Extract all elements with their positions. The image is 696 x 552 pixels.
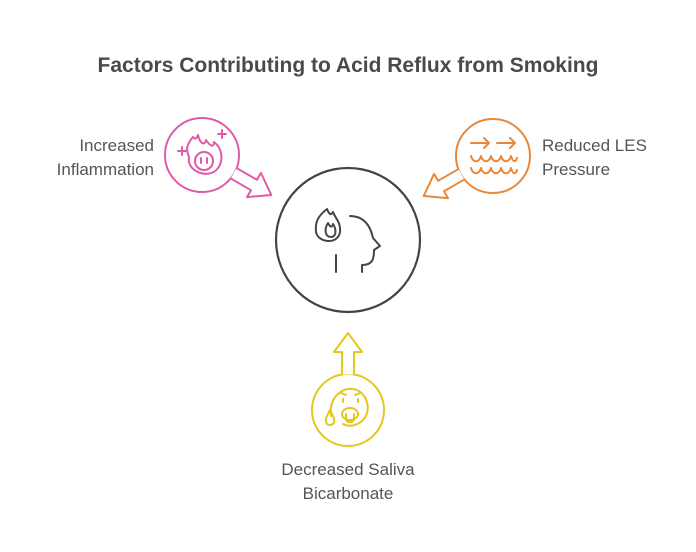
arrow-to-center <box>333 332 363 375</box>
factor-node-increased-inflammation <box>164 117 273 199</box>
factor-node-decreased-saliva-bicarbonate <box>311 332 385 447</box>
head-with-fire-icon <box>314 208 381 273</box>
label-line: Bicarbonate <box>302 484 394 503</box>
diagram-title: Factors Contributing to Acid Reflux from… <box>97 54 599 77</box>
label-decreased-saliva-bicarbonate: Decreased Saliva Bicarbonate <box>248 458 448 506</box>
label-line: Reduced LES <box>542 136 647 155</box>
arrow-to-center <box>230 167 273 199</box>
drooling-face-icon <box>324 387 369 427</box>
label-line: Inflammation <box>56 160 154 179</box>
arrow-to-center <box>422 168 465 200</box>
label-reduced-les-pressure: Reduced LES Pressure <box>542 134 647 182</box>
center-node <box>274 166 422 314</box>
label-line: Pressure <box>542 160 611 179</box>
label-increased-inflammation: Increased Inflammation <box>40 134 154 182</box>
label-line: Decreased Saliva <box>281 460 415 479</box>
factor-node-reduced-les-pressure <box>422 118 531 200</box>
inflamed-face-fire-icon <box>177 129 227 175</box>
label-line: Increased <box>79 136 154 155</box>
arrows-waves-icon <box>470 137 518 175</box>
